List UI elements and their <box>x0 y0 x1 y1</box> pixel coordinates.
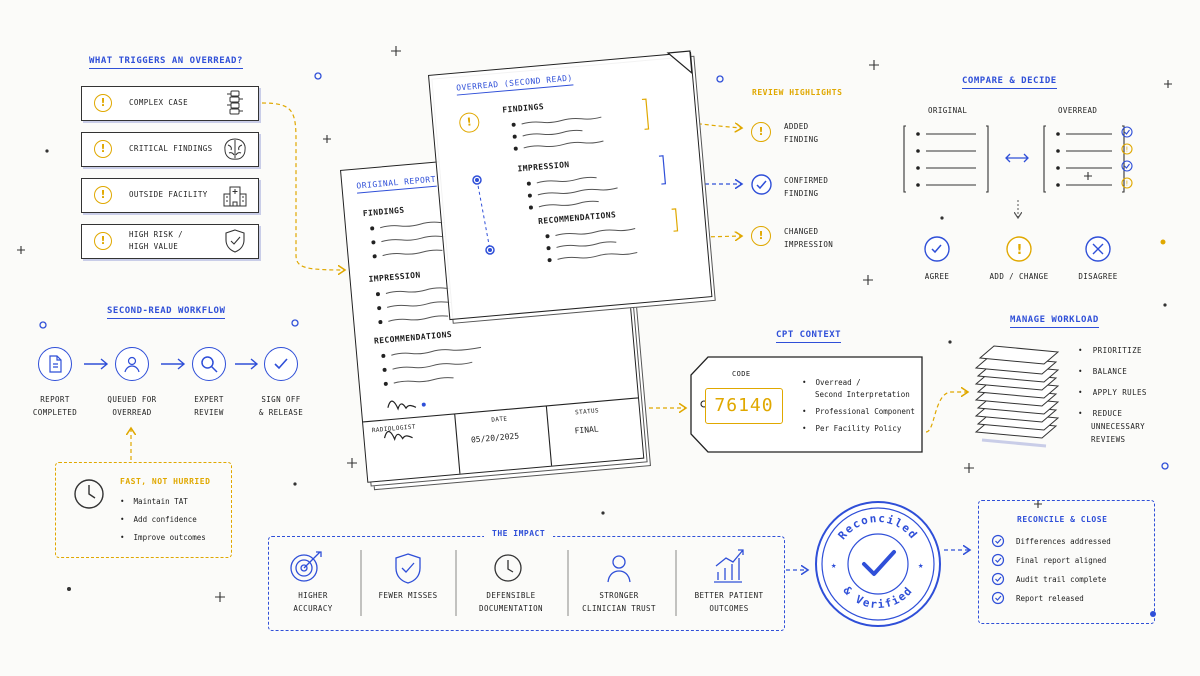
warning-icon: ! <box>94 94 112 112</box>
added-finding-icon: ! <box>751 122 771 142</box>
paper-stack-icon <box>974 345 1060 448</box>
check-icon <box>274 358 288 370</box>
decision-icons: ! <box>924 236 1111 262</box>
trigger-high-risk: ! High risk / High value <box>81 224 259 259</box>
magnifier-icon <box>201 356 218 373</box>
decision-add-change: Add / Change <box>989 272 1049 281</box>
link-markers <box>472 175 495 255</box>
workflow-step-report <box>38 347 72 381</box>
highlights-title: Review highlights <box>752 88 843 97</box>
compare-title: Compare & decide <box>962 76 1057 89</box>
impact-trust: Strongerclinician trust <box>582 591 656 613</box>
svg-text:!: ! <box>1126 146 1129 154</box>
hospital-icon <box>223 186 247 207</box>
workload-item-cont: reviews <box>1091 435 1126 444</box>
workflow-label-review: ExpertReview <box>194 395 224 417</box>
impact-outcomes: Better patientoutcomes <box>694 591 764 613</box>
workflow-step-review <box>192 347 226 381</box>
reconcile-check-icons <box>991 534 1005 605</box>
trigger-complex-case: ! Complex case <box>81 86 259 121</box>
workflow-label-queued: Queued forOverread <box>107 395 157 417</box>
workflow-label-signoff: Sign off& Release <box>258 395 304 417</box>
workflow-step-queued <box>115 347 149 381</box>
compare-lists: !! <box>903 125 1133 193</box>
highlight-changed: Changedimpression <box>784 227 834 249</box>
cpt-code-value: 76140 <box>705 388 783 424</box>
confirmed-finding-icon <box>751 174 772 195</box>
workflow-label-report: ReportCompleted <box>32 395 78 417</box>
trigger-label-1: High risk / <box>129 230 184 239</box>
overread-scribbles <box>511 50 693 263</box>
workload-item: • Reduce <box>1078 409 1123 418</box>
cpt-bullet: • Overread / <box>802 378 861 387</box>
fast-item: • Improve outcomes <box>120 533 206 542</box>
fast-title: Fast, not hurried <box>120 477 211 486</box>
reconcile-item: Audit trail complete <box>1016 575 1107 584</box>
cpt-bullet-cont: Second Interpretation <box>815 390 910 399</box>
reconcile-item: Final report aligned <box>1016 556 1107 565</box>
workload-item: • Balance <box>1078 367 1128 376</box>
workload-item: • Apply rules <box>1078 388 1147 397</box>
warning-icon: ! <box>94 186 112 204</box>
changed-impression-icon: ! <box>751 226 771 246</box>
fast-box: Fast, not hurried • Maintain TAT • Add c… <box>55 462 232 558</box>
compare-original-label: Original <box>928 106 968 115</box>
trigger-critical-findings: ! Critical findings <box>81 132 259 167</box>
cpt-bullet: • Per Facility Policy <box>802 424 902 433</box>
reconcile-box: Reconcile & close <box>978 500 1155 624</box>
reconcile-item: Differences addressed <box>1016 537 1111 546</box>
workload-item: • Prioritize <box>1078 346 1142 355</box>
shield-check-icon <box>225 229 245 253</box>
workflow-arrows <box>84 358 259 370</box>
spine-icon <box>227 90 243 115</box>
reconcile-item: Report released <box>1016 594 1084 603</box>
cpt-bullet: • Professional Component <box>802 407 915 416</box>
workload-title: Manage workload <box>1010 315 1099 328</box>
trigger-label-2: High value <box>129 242 179 251</box>
triggers-title: What triggers an overread? <box>89 56 243 69</box>
highlight-added: Addedfinding <box>784 122 819 144</box>
corner-dot <box>1150 611 1156 617</box>
overread-document: Overread (Second Read) Findings Impressi… <box>428 50 719 324</box>
warning-icon: ! <box>94 140 112 158</box>
highlight-confirmed: Confirmedfinding <box>784 176 829 198</box>
impact-icons <box>290 549 744 616</box>
reconcile-title: Reconcile & close <box>1017 515 1108 524</box>
decision-disagree: Disagree <box>1078 272 1118 281</box>
trigger-outside-facility: ! Outside facility <box>81 178 259 213</box>
workflow-title: Second-read workflow <box>107 306 226 319</box>
workload-item-cont: unnecessary <box>1091 422 1146 431</box>
compare-overread-label: Overread <box>1058 106 1098 115</box>
warning-icon: ! <box>94 232 112 250</box>
fast-item: • Add confidence <box>120 515 197 524</box>
trigger-label: Critical findings <box>129 144 213 153</box>
fast-item: • Maintain TAT <box>120 497 188 506</box>
svg-text:!: ! <box>1126 180 1129 188</box>
impact-title: The impact <box>484 529 554 538</box>
brain-icon <box>224 138 246 160</box>
impact-documentation: Defensibledocumentation <box>479 591 543 613</box>
user-icon <box>124 356 140 373</box>
trigger-label: Outside facility <box>129 190 208 199</box>
document-icon <box>49 355 62 373</box>
svg-text:★: ★ <box>831 561 837 571</box>
impact-accuracy: Higheraccuracy <box>293 591 333 613</box>
date-label: Date <box>491 415 508 424</box>
impact-fewer-misses: Fewer misses <box>378 591 438 600</box>
workflow-step-signoff <box>264 347 298 381</box>
cpt-tag <box>690 356 923 453</box>
svg-text:!: ! <box>1017 243 1023 258</box>
decision-agree: Agree <box>924 272 950 281</box>
cpt-title: CPT context <box>776 330 842 343</box>
trigger-label: Complex case <box>129 98 188 107</box>
svg-text:★: ★ <box>918 561 924 571</box>
clock-icon <box>74 479 104 509</box>
cpt-code-label: Code <box>732 370 751 378</box>
reconciled-stamp: Reconciled & Verified ★★ <box>815 501 941 627</box>
